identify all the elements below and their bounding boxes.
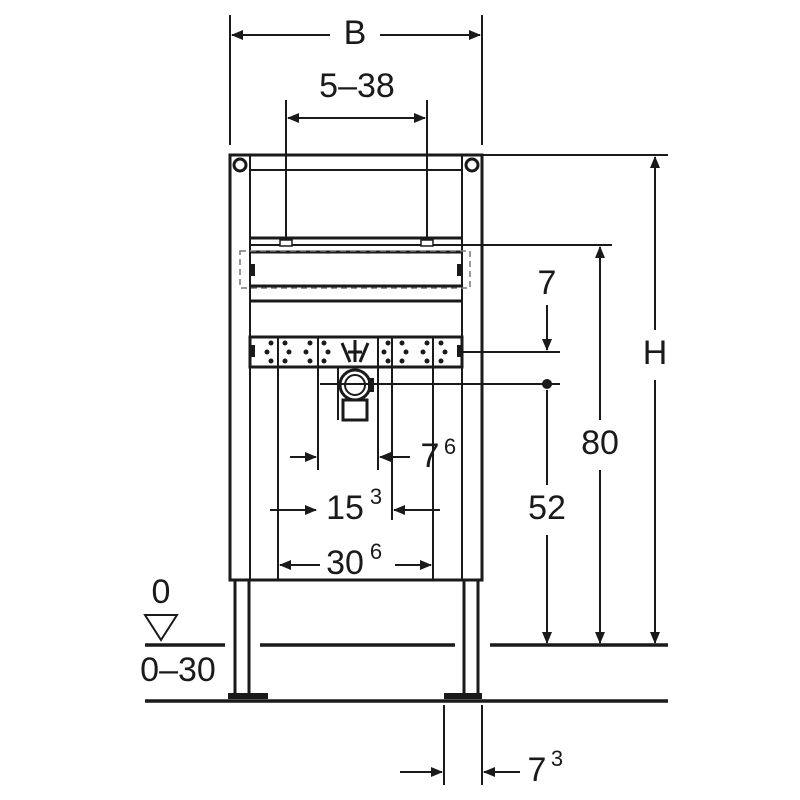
width-label: B — [344, 14, 367, 52]
level-triangle-icon — [143, 614, 179, 642]
mounting-frame — [228, 153, 484, 699]
floor-range-label: 0–30 — [140, 651, 216, 689]
dim-15-3-sup: 3 — [370, 484, 382, 509]
spacing-dimension: 5–38 — [285, 67, 428, 240]
dim-7-6-base: 7 — [421, 437, 440, 475]
dim-7-6: 7 6 — [290, 434, 456, 475]
spacing-label: 5–38 — [319, 67, 395, 105]
offset-7-label: 7 — [538, 264, 557, 302]
dim-7-3: 7 3 — [400, 705, 563, 789]
height-80-dimension: 80 — [462, 244, 619, 644]
dim-7-3-sup: 3 — [551, 746, 563, 771]
height-80-label: 80 — [581, 424, 619, 462]
dim-30-6-base: 30 — [326, 544, 364, 582]
floor-level-marker: 0 0–30 — [140, 573, 216, 689]
frame-legs — [228, 578, 482, 699]
crossbar — [239, 236, 471, 303]
dim-7-6-sup: 6 — [444, 434, 456, 459]
height-label: H — [643, 334, 668, 372]
height-dimension: H — [482, 154, 668, 644]
adjustable-bracket-outline — [239, 250, 471, 289]
offset-7-dimension: 7 — [462, 264, 560, 353]
width-dimension: B — [229, 14, 483, 145]
dim-30-6: 30 6 — [279, 539, 432, 582]
dim-30-6-sup: 6 — [370, 539, 382, 564]
connection-axis-lines — [277, 337, 434, 580]
floor-lines — [145, 643, 668, 703]
dim-15-3: 15 3 — [270, 484, 440, 527]
mounting-hole-icon — [464, 157, 480, 173]
frame-outline — [228, 153, 484, 582]
floor-zero-label: 0 — [152, 573, 171, 611]
fitting-plate — [248, 335, 464, 369]
height-52-dimension: 52 — [320, 379, 566, 644]
dim-15-3-base: 15 — [326, 489, 364, 527]
height-52-label: 52 — [528, 489, 566, 527]
drain-connector — [338, 368, 374, 422]
mounting-hole-icon — [232, 157, 248, 173]
dim-7-3-base: 7 — [528, 751, 547, 789]
